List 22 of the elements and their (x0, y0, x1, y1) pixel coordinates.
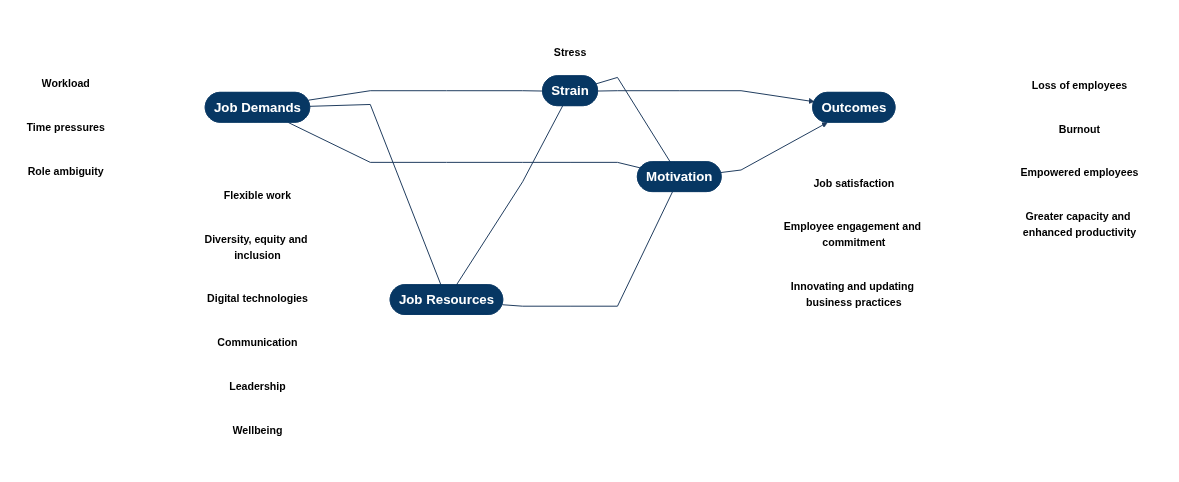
connector (595, 76, 671, 163)
connector (307, 89, 544, 101)
node-label: Stress (553, 46, 587, 58)
node-label: Flexible work (223, 189, 292, 201)
connector (455, 104, 564, 285)
connector (309, 103, 442, 285)
node-label: Employee engagement and commitment (783, 220, 922, 248)
node-label: Leadership (229, 380, 286, 392)
node-label: Role ambiguity (27, 165, 104, 177)
node-label: Time pressures (26, 121, 105, 133)
node-label: Digital technologies (207, 292, 308, 304)
node-label: Burnout (1058, 122, 1101, 134)
node-label: Diversity, equity and inclusion (204, 232, 308, 261)
node-label: Innovating and updating business practices (790, 280, 914, 308)
node-label: Job satisfaction (813, 176, 895, 189)
node-label: Greater capacity and enhanced productivity (1022, 210, 1137, 238)
connector (501, 190, 673, 307)
node-label: Communication (217, 336, 298, 348)
node-label: Workload (41, 77, 90, 89)
node-label: Empowered employees (1020, 166, 1139, 178)
node-label: Loss of employees (1031, 78, 1128, 91)
node-label: Wellbeing (232, 423, 283, 436)
